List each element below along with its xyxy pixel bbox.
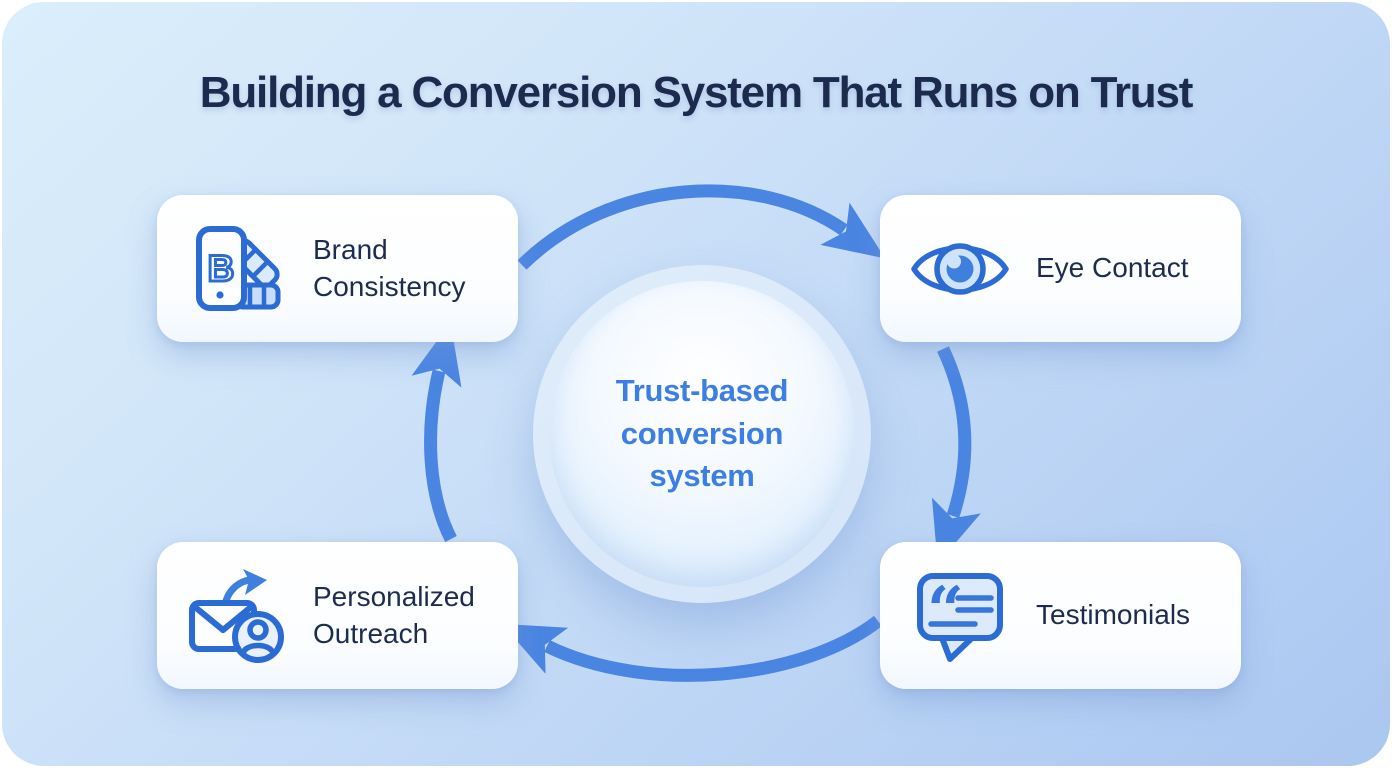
- node-card-brand-consistency: B Brand Consistency: [157, 195, 518, 342]
- center-circle: Trust-based conversion system: [549, 281, 855, 587]
- eye-icon: [910, 231, 1010, 307]
- node-card-eye-contact: Eye Contact: [880, 195, 1241, 342]
- node-label: Brand Consistency: [313, 233, 466, 302]
- node-card-personalized-outreach: Personalized Outreach: [157, 542, 518, 689]
- cycle-arrow-bottom: [501, 615, 882, 682]
- email-share-person-icon: [187, 567, 287, 665]
- node-label: Testimonials: [1036, 599, 1191, 631]
- cycle-arrow-top: [517, 184, 886, 270]
- cycle-arrow-right: [931, 346, 981, 564]
- center-label: Trust-based conversion system: [615, 372, 789, 494]
- node-label: Personalized Outreach: [313, 580, 475, 649]
- node-label: Eye Contact: [1036, 252, 1189, 284]
- node-card-testimonials: “ Testimonials: [880, 542, 1241, 689]
- testimonial-quote-bubble-icon: “: [910, 566, 1010, 666]
- cycle-arrow-left: [411, 322, 462, 542]
- center-circle-glow: Trust-based conversion system: [533, 265, 871, 603]
- brand-icon-letter: B: [208, 248, 235, 289]
- page-title: Building a Conversion System That Runs o…: [199, 68, 1194, 117]
- brand-phone-swatch-icon: B: [187, 221, 287, 317]
